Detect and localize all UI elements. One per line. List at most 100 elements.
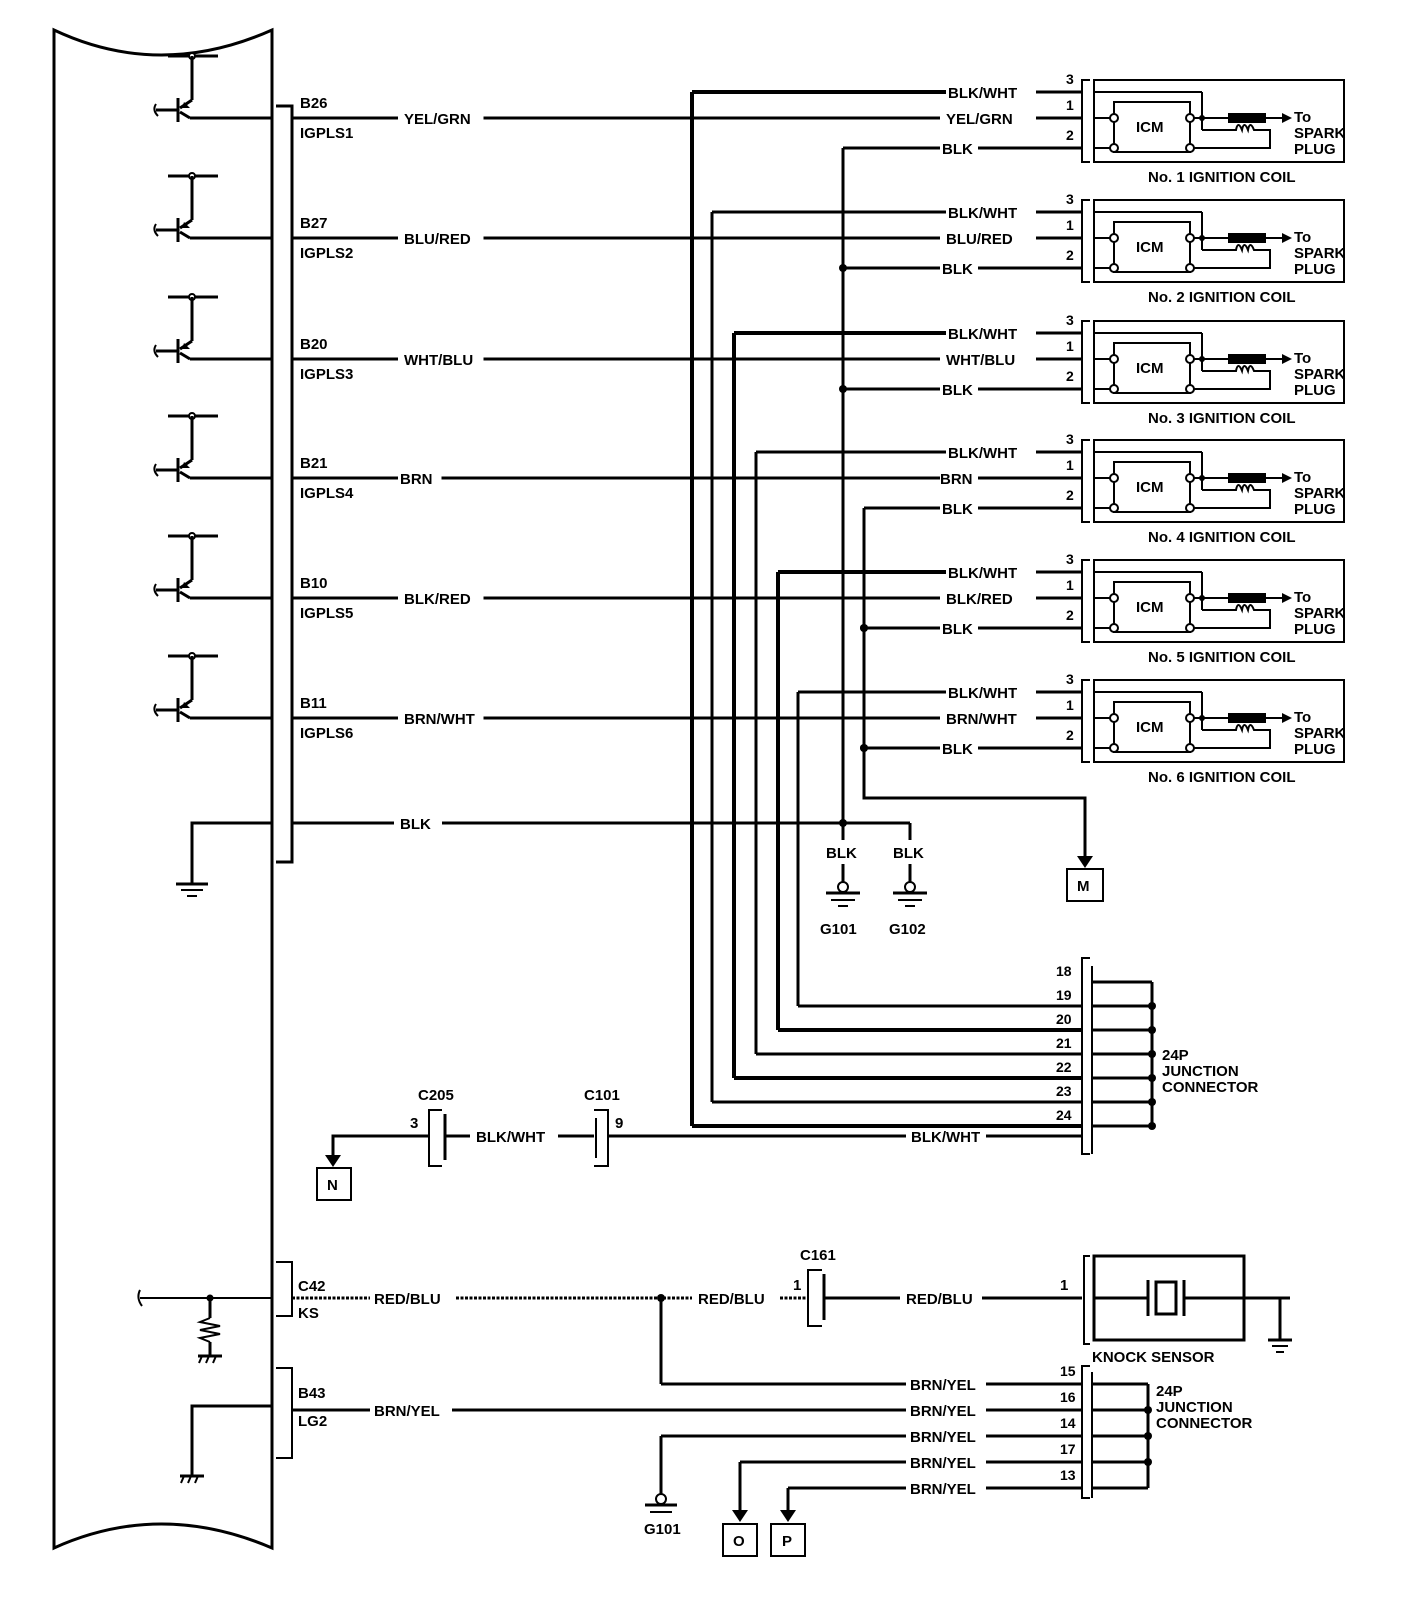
- g102-ground-icon: [893, 881, 927, 907]
- g102-wire-label: BLK: [893, 845, 924, 862]
- b43-pin-label: B43: [298, 1385, 326, 1402]
- junction-wire-label: BRN/YEL: [910, 1403, 976, 1420]
- off-page-n[interactable]: [316, 1167, 352, 1201]
- c205-connector: C205 3: [410, 1087, 454, 1167]
- wire-color-label: YEL/GRN: [404, 111, 471, 128]
- spark-plug-label: To: [1294, 709, 1311, 726]
- spark-plug-label: SPARK: [1294, 245, 1346, 262]
- svg-text:9: 9: [615, 1115, 623, 1132]
- resistor-icon: [196, 1317, 221, 1343]
- c161-connector: C161 1: [793, 1247, 836, 1327]
- svg-text:C161: C161: [800, 1247, 836, 1264]
- spark-plug-label: PLUG: [1294, 382, 1336, 399]
- junction-pin-number: 19: [1056, 987, 1072, 1003]
- lg2-signal-label: LG2: [298, 1413, 327, 1430]
- ecm-signal-label: IGPLS5: [300, 605, 353, 622]
- c42-bracket: [276, 1261, 293, 1317]
- svg-text:3: 3: [1066, 431, 1074, 447]
- ecm-signal-label: IGPLS2: [300, 245, 353, 262]
- ecm-pin-label: B20: [300, 336, 328, 353]
- spark-plug-label: PLUG: [1294, 261, 1336, 278]
- off-page-n-label: N: [327, 1177, 338, 1194]
- spark-plug-label: SPARK: [1294, 725, 1346, 742]
- off-page-p-label: P: [782, 1533, 792, 1550]
- spark-plug-label: To: [1294, 229, 1311, 246]
- svg-text:2: 2: [1066, 247, 1074, 263]
- off-page-m[interactable]: [1066, 868, 1104, 902]
- coil-wire-2: BLK: [942, 501, 973, 518]
- spark-plug-label: SPARK: [1294, 366, 1346, 383]
- coil-wire-1: BRN: [940, 471, 973, 488]
- g101-bottom-ground-icon: [645, 1493, 677, 1513]
- junction-pin-number: 24: [1056, 1107, 1072, 1123]
- junction-pin-number: 23: [1056, 1083, 1072, 1099]
- knock-sensor-label: KNOCK SENSOR: [1092, 1349, 1215, 1366]
- b43-bracket: [276, 1367, 293, 1459]
- spark-plug-label: SPARK: [1294, 605, 1346, 622]
- g102-label: G102: [889, 921, 926, 938]
- junction-title: 24P: [1162, 1047, 1189, 1064]
- junction-wire-label: BRN/YEL: [910, 1429, 976, 1446]
- svg-text:1: 1: [1066, 457, 1074, 473]
- wire-color-label: WHT/BLU: [404, 352, 473, 369]
- wire-label-blk: BLK: [400, 816, 431, 833]
- icm-label: ICM: [1136, 479, 1164, 496]
- coil-title: No. 5 IGNITION COIL: [1148, 649, 1296, 666]
- wire-color-label: BRN: [400, 471, 433, 488]
- coil-wire-3: BLK/WHT: [948, 565, 1017, 582]
- chassis-ground-icon: [180, 1474, 204, 1484]
- junction-pin-number: 21: [1056, 1035, 1072, 1051]
- junction-title: CONNECTOR: [1162, 1079, 1259, 1096]
- ecm-body: [52, 27, 274, 1551]
- ks-signal-label: KS: [298, 1305, 319, 1322]
- lg2-internal-wire: [190, 1404, 272, 1476]
- ecm-signal-label: IGPLS6: [300, 725, 353, 742]
- c101-connector: C101 9: [584, 1087, 623, 1167]
- junction-title: JUNCTION: [1162, 1063, 1239, 1080]
- n-feed-wire: [331, 1134, 428, 1158]
- coil-wire-3: BLK/WHT: [948, 445, 1017, 462]
- knock-sensor-pin: 1: [1060, 1277, 1068, 1294]
- coil-wire-1: BLK/RED: [946, 591, 1013, 608]
- ecm-signal-label: IGPLS1: [300, 125, 353, 142]
- junction-feed-wire-label: BLK/WHT: [911, 1129, 980, 1146]
- icm-label: ICM: [1136, 599, 1164, 616]
- coil-wire-2: BLK: [942, 621, 973, 638]
- coil-wire-2: BLK: [942, 382, 973, 399]
- coil-wire-3: BLK/WHT: [948, 326, 1017, 343]
- wire-color-label: BLK/RED: [404, 591, 471, 608]
- g101-ground-icon: [826, 881, 860, 907]
- junction-pin-number: 20: [1056, 1011, 1072, 1027]
- lg2-wire-label: BRN/YEL: [374, 1403, 440, 1420]
- svg-text:C101: C101: [584, 1087, 620, 1104]
- off-page-p[interactable]: [770, 1523, 806, 1557]
- ecm-pin-label: B11: [300, 695, 327, 712]
- svg-text:1: 1: [1066, 697, 1074, 713]
- ecm-connector-bracket: [276, 104, 294, 864]
- svg-text:3: 3: [1066, 71, 1074, 87]
- wire-color-label: BLU/RED: [404, 231, 471, 248]
- junction-wire-label: BRN/YEL: [910, 1455, 976, 1472]
- svg-text:3: 3: [1066, 671, 1074, 687]
- bus-wires: [690, 90, 1082, 1128]
- c205-wire-label: BLK/WHT: [476, 1129, 545, 1146]
- off-page-o[interactable]: [722, 1523, 758, 1557]
- coil-wire-2: BLK: [942, 741, 973, 758]
- coil-title: No. 4 IGNITION COIL: [1148, 529, 1296, 546]
- junction-pin-number: 22: [1056, 1059, 1072, 1075]
- off-page-m-label: M: [1077, 878, 1090, 895]
- svg-text:3: 3: [410, 1115, 418, 1132]
- junction-pin-number: 18: [1056, 963, 1072, 979]
- m-feed-wire: [862, 628, 1087, 860]
- coil-wire-1: BRN/WHT: [946, 711, 1017, 728]
- wire-color-label: BRN/WHT: [404, 711, 475, 728]
- ecm-pin-label: B27: [300, 215, 328, 232]
- ecm-signal-label: IGPLS3: [300, 366, 353, 383]
- driver-transistors: [153, 52, 272, 722]
- spark-plug-label: PLUG: [1294, 621, 1336, 638]
